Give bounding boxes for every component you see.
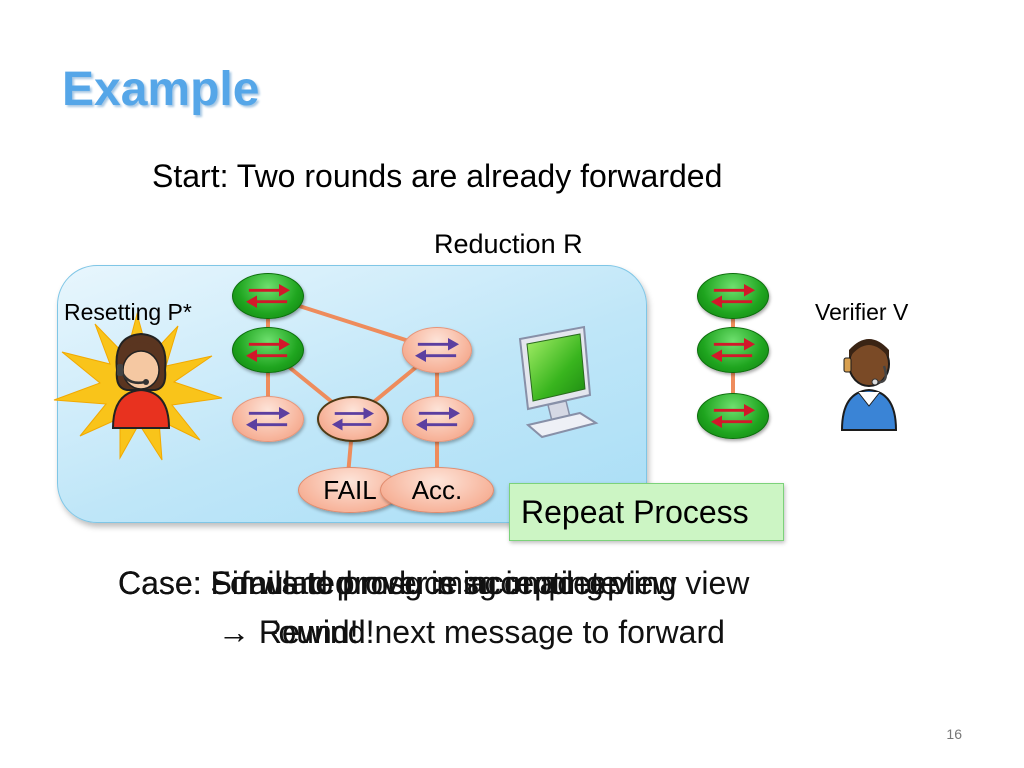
swap-arrows-icon (245, 337, 291, 363)
page-number: 16 (946, 726, 962, 742)
forwarded-round-node (232, 273, 304, 319)
swap-arrows-icon (710, 283, 756, 309)
case-line-2: → Rewind! (218, 614, 375, 650)
swap-arrows-icon (415, 406, 461, 432)
rewound-round-node (402, 396, 474, 442)
case-line-1: Case: Forward prover msg in accepting vi… (118, 565, 750, 601)
accept-outcome: Acc. (380, 467, 494, 513)
computer-monitor-icon (518, 325, 599, 439)
forwarded-round-node (232, 327, 304, 373)
verifier-round-node (697, 327, 769, 373)
swap-arrows-icon (710, 403, 756, 429)
verifier-round-node (697, 273, 769, 319)
case-line-1: Case: S fails to produce accepting view (118, 565, 677, 601)
slide-title: Example (62, 63, 260, 116)
prover-label: Resetting P* (64, 299, 192, 325)
reduction-label: Reduction R (434, 229, 583, 259)
swap-arrows-icon (710, 337, 756, 363)
verifier-round-node (697, 393, 769, 439)
verifier-label: Verifier V (815, 299, 909, 325)
swap-arrows-icon (331, 407, 375, 431)
rewound-round-node (402, 327, 472, 373)
male-headset-avatar-icon (840, 339, 898, 431)
repeat-process-button[interactable]: Repeat Process (509, 483, 784, 541)
case-line-2: → Rewind next message to forward (218, 614, 725, 650)
female-headset-avatar-icon (111, 332, 171, 429)
case-line-2: → Found! (218, 614, 359, 650)
rewound-round-node (232, 396, 304, 442)
swap-arrows-icon (245, 283, 291, 309)
rewound-round-node (317, 396, 389, 442)
slide-subtitle: Start: Two rounds are already forwarded (152, 158, 723, 194)
case-line-1: Case: Simulated msg is incomplete (118, 565, 618, 601)
swap-arrows-icon (414, 337, 460, 363)
swap-arrows-icon (245, 406, 291, 432)
